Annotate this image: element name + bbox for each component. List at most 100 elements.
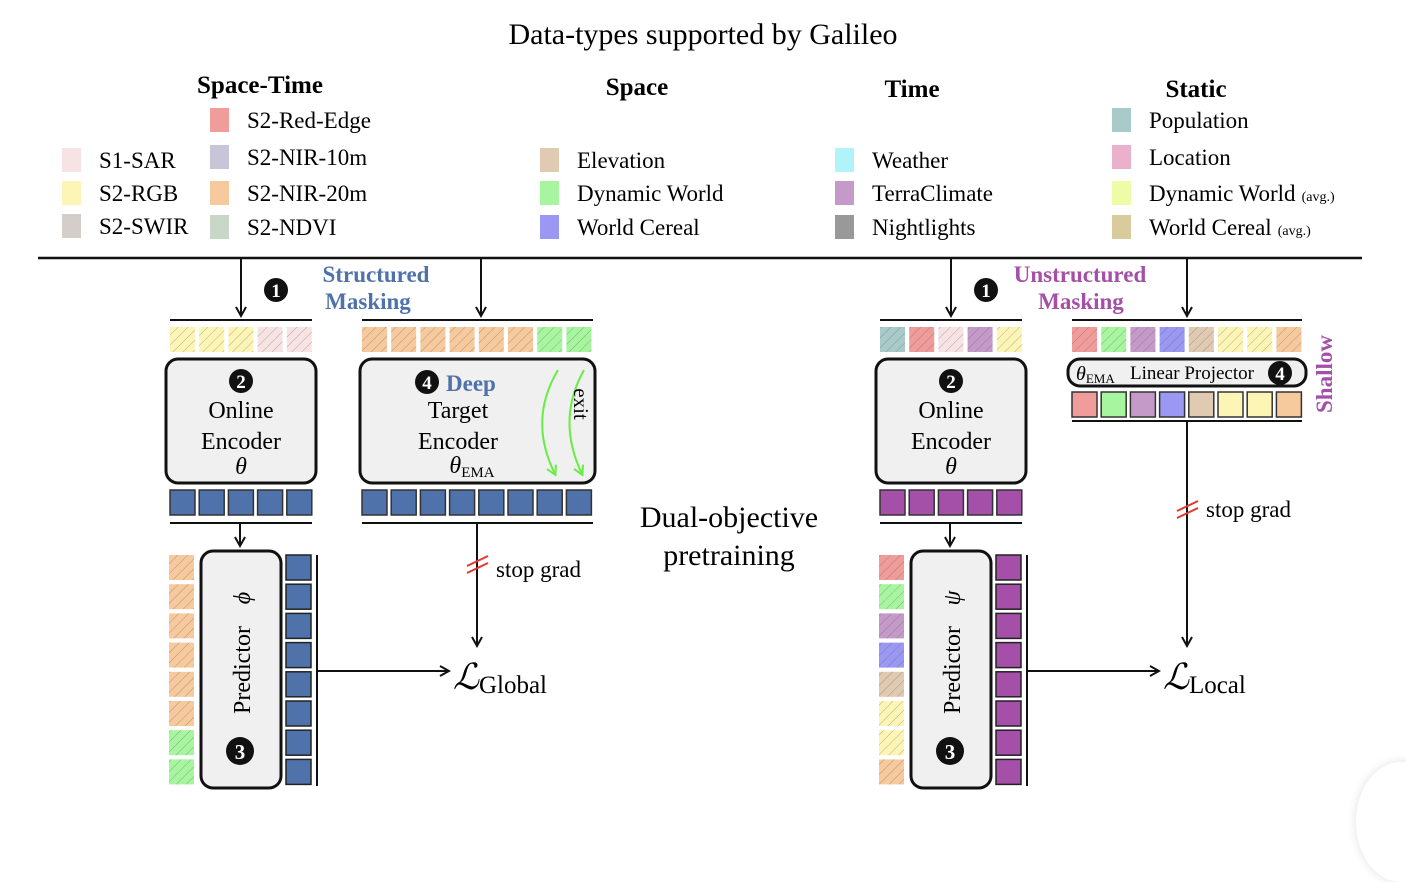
legend-item-time-terraclimate: TerraClimate (835, 181, 993, 206)
projected-tokens (1071, 391, 1303, 418)
legend-label: TerraClimate (872, 181, 993, 206)
target-input-tokens (362, 327, 592, 352)
category-header-space: Space (606, 74, 669, 101)
legend-label: S2-NIR-20m (247, 181, 367, 206)
stop-grad-label-left: stop grad (496, 557, 581, 582)
legend-item-space-time-s2-nir-10m: S2-NIR-10m (210, 145, 367, 170)
structured-masking-label: Structured (323, 262, 430, 287)
legend-item-space-elevation: Elevation (540, 148, 666, 173)
token-hatch (1218, 327, 1243, 352)
token (390, 489, 417, 516)
token-hatch (169, 584, 194, 610)
token-hatch (879, 701, 904, 726)
token (1129, 391, 1157, 418)
token (285, 612, 312, 640)
galileo-diagram: Data-types supported by Galileo Space-Ti… (38, 18, 1362, 790)
stop-grad-mark-right (1176, 500, 1199, 519)
stop-grad-mark-left (466, 555, 489, 574)
right-branch: 1 Unstructured Masking 2 Online Encoder … (874, 258, 1337, 790)
token-hatch (286, 327, 312, 352)
token-hatch (508, 327, 533, 352)
token-hatch (879, 584, 904, 610)
token-hatch (537, 327, 563, 352)
legend-label: S1-SAR (99, 148, 176, 173)
predictor-left: Predictor ϕ 3 (199, 549, 283, 790)
legend-item-space-time-s2-ndvi: S2-NDVI (210, 215, 336, 240)
legend-swatch (210, 181, 229, 205)
token (478, 489, 505, 516)
legend: S1-SARS2-RGBS2-SWIRS2-Red-EdgeS2-NIR-10m… (62, 108, 1335, 240)
svg-text:1: 1 (981, 281, 991, 302)
token (1071, 391, 1098, 418)
token (995, 612, 1022, 640)
token-hatch (1072, 327, 1097, 352)
token-hatch (879, 642, 904, 668)
dual-objective-label-2: pretraining (663, 539, 795, 572)
online-output-tokens-left (169, 489, 313, 516)
legend-label: World Cereal(avg.) (1149, 215, 1311, 240)
token (507, 489, 534, 516)
token (1246, 391, 1273, 418)
category-header-static: Static (1165, 76, 1226, 103)
token (996, 489, 1023, 516)
token-hatch (169, 730, 194, 756)
token-hatch (1276, 327, 1302, 352)
online-encoder-param-right: θ (945, 454, 957, 480)
legend-swatch (62, 148, 81, 172)
local-loss: ℒLocal (1163, 657, 1246, 699)
target-encoder-title-2: Encoder (418, 429, 498, 455)
online-input-tokens-left (170, 327, 312, 352)
online-encoder-title-right-2: Encoder (911, 429, 991, 455)
legend-item-space-dynamic-world: Dynamic World (540, 181, 724, 206)
linear-projector: θEMA Linear Projector 4 (1066, 357, 1308, 388)
predictor-input-tokens-right (879, 555, 904, 785)
token-hatch (879, 671, 904, 697)
predictor-input-tokens-left (169, 555, 194, 785)
token (285, 554, 312, 581)
shallow-label: Shallow (1312, 335, 1337, 413)
token-hatch (169, 671, 194, 697)
token (995, 758, 1022, 786)
target-output-tokens (361, 489, 593, 516)
online-encoder-right: 2 Online Encoder θ (874, 357, 1028, 485)
token (419, 489, 447, 516)
token-hatch (566, 327, 592, 352)
predictor-right: Predictor ψ 3 (909, 549, 993, 790)
token-hatch (1130, 327, 1156, 352)
token (1188, 391, 1215, 418)
token-hatch (1247, 327, 1273, 352)
legend-item-space-time-s2-rgb: S2-RGB (62, 181, 178, 206)
token-hatch (879, 555, 904, 580)
category-header-space-time: Space-Time (197, 72, 323, 99)
target-encoder-param: θEMA (449, 453, 494, 481)
step-2-badge-left: 2 (236, 372, 246, 393)
legend-swatch (540, 148, 559, 172)
token (227, 489, 255, 516)
legend-item-space-time-s2-nir-20m: S2-NIR-20m (210, 181, 367, 206)
token (198, 489, 225, 516)
legend-swatch (1112, 181, 1131, 205)
online-input-tokens-right (880, 327, 1022, 352)
legend-label: Elevation (577, 148, 666, 173)
token (256, 489, 284, 516)
unstructured-masking-label: Unstructured (1014, 262, 1147, 287)
token-hatch (257, 327, 283, 352)
legend-swatch (835, 148, 854, 172)
token-hatch (879, 730, 904, 756)
token-hatch (967, 327, 993, 352)
online-encoder-title-2: Encoder (201, 429, 281, 455)
online-encoder-title: Online (208, 398, 273, 424)
legend-swatch (1112, 145, 1131, 169)
legend-label: Dynamic World(avg.) (1149, 181, 1335, 206)
online-encoder-left: 2 Online Encoder θ (164, 357, 318, 485)
legend-item-space-world-cereal: World Cereal (540, 215, 700, 240)
dual-objective-label: Dual-objective (640, 501, 818, 534)
token-hatch (880, 327, 905, 352)
step-4-badge-right: 4 (1275, 364, 1285, 385)
token (285, 700, 312, 727)
token-hatch (420, 327, 446, 352)
legend-label: World Cereal (577, 215, 700, 240)
legend-swatch (62, 214, 81, 238)
legend-item-space-time-s1-sar: S1-SAR (62, 148, 176, 173)
svg-text:1: 1 (271, 281, 281, 302)
